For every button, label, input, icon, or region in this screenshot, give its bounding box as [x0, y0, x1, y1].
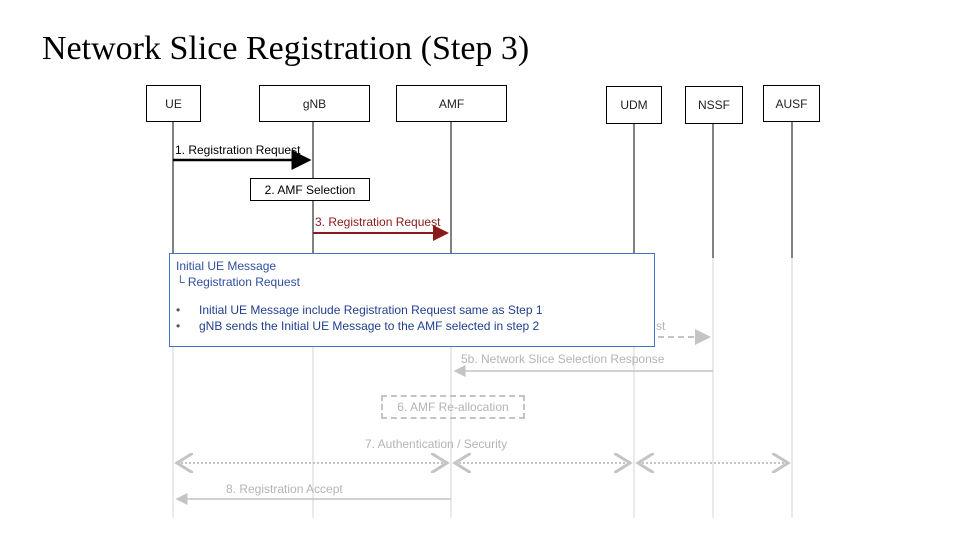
entity-amf: AMF [396, 85, 507, 122]
callout-heading: Initial UE Message [176, 259, 277, 273]
label-step7: 7. Authentication / Security [365, 437, 508, 451]
box-step2: 2. AMF Selection [250, 178, 370, 201]
label-step3: 3. Registration Request [315, 215, 441, 229]
callout-bullets: •Initial UE Message include Registration… [176, 302, 648, 334]
label-step5a-fragment: st [656, 319, 666, 333]
label-step1: 1. Registration Request [175, 143, 301, 157]
label-step8: 8. Registration Accept [226, 482, 343, 496]
callout-subheading: └ Registration Request [176, 275, 300, 289]
entity-ue: UE [146, 85, 201, 122]
entity-gnb: gNB [259, 85, 370, 122]
slide-title: Network Slice Registration (Step 3) [42, 30, 530, 67]
box-step6: 6. AMF Re-allocation [381, 395, 525, 419]
callout-initial-ue-message: Initial UE Message └ Registration Reques… [169, 253, 655, 347]
callout-bullet: •Initial UE Message include Registration… [176, 303, 543, 317]
label-step5b: 5b. Network Slice Selection Response [461, 352, 665, 366]
entity-ausf: AUSF [763, 85, 820, 122]
entity-nssf: NSSF [685, 86, 743, 124]
callout-bullet: •gNB sends the Initial UE Message to the… [176, 319, 540, 333]
entity-udm: UDM [606, 86, 662, 124]
